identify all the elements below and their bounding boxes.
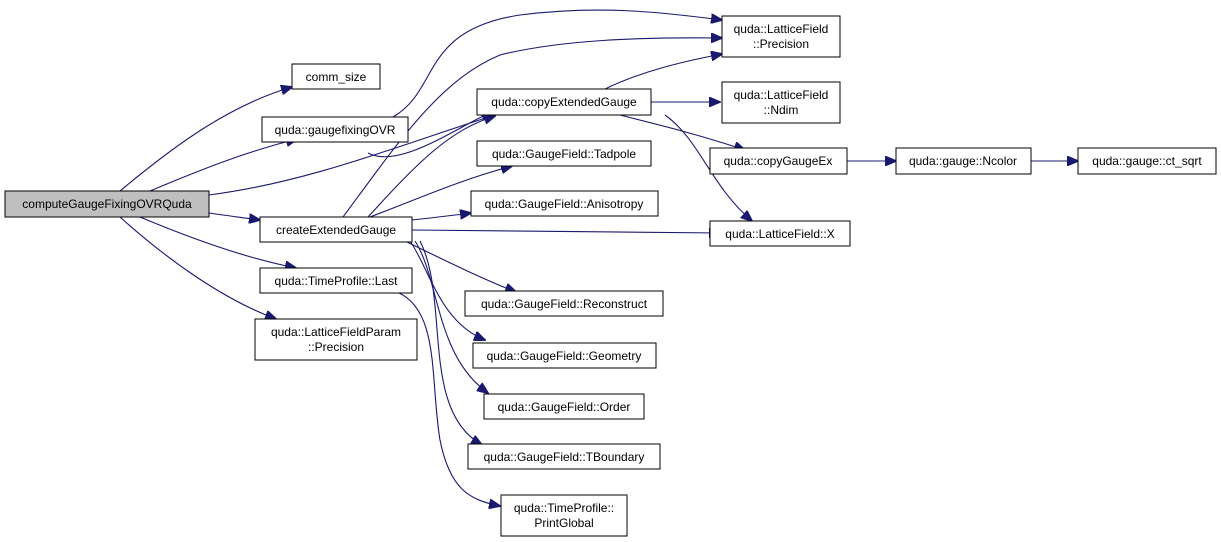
- edge-copyextendedgauge-copygaugeex: [619, 114, 745, 150]
- node-gaugefield-order[interactable]: quda::GaugeField::Order: [483, 393, 645, 420]
- node-label: quda::TimeProfile::Last: [275, 274, 399, 288]
- node-copygaugeex[interactable]: quda::copyGaugeEx: [709, 147, 848, 175]
- edge-createextendedgauge-latticefield-x: [411, 230, 720, 233]
- node-gaugefield-anisotropy[interactable]: quda::GaugeField::Anisotropy: [470, 190, 659, 217]
- edge-createextendedgauge-tboundary: [419, 240, 482, 445]
- edge-gaugefixingovr-copyextendedgauge: [367, 112, 492, 158]
- node-comm-size[interactable]: comm_size: [291, 63, 381, 90]
- node-label-line2: PrintGlobal: [534, 516, 593, 530]
- node-gaugefield-geometry[interactable]: quda::GaugeField::Geometry: [472, 342, 657, 369]
- edge-copyextendedgauge-latticefield-precision: [604, 54, 722, 90]
- edges: [119, 9, 1078, 506]
- node-label: quda::GaugeField::Reconstruct: [481, 297, 648, 311]
- edge-root-copyextendedgauge: [208, 115, 495, 196]
- edge-timeprofile-last-printglobal: [396, 291, 500, 506]
- node-gaugefield-tboundary[interactable]: quda::GaugeField::TBoundary: [467, 443, 661, 470]
- node-timeprofile-printglobal[interactable]: quda::TimeProfile:: PrintGlobal: [500, 494, 628, 537]
- edge-gaugefixingovr-latticefield-precision: [392, 9, 722, 118]
- node-label-line1: quda::LatticeField: [734, 88, 829, 102]
- node-latticefield-precision[interactable]: quda::LatticeField ::Precision: [721, 15, 841, 58]
- node-gaugefield-tadpole[interactable]: quda::GaugeField::Tadpole: [476, 140, 652, 167]
- edge-copyextendedgauge-latticefield-x: [664, 114, 752, 221]
- node-label: computeGaugeFixingOVRQuda: [22, 197, 192, 211]
- edge-createextendedgauge-latticefield-precision: [342, 38, 722, 218]
- node-label: quda::copyExtendedGauge: [491, 95, 637, 109]
- node-label: quda::GaugeField::TBoundary: [484, 450, 645, 464]
- edge-createextendedgauge-reconstruct: [404, 240, 516, 292]
- node-label: quda::gauge::Ncolor: [909, 154, 1017, 168]
- edge-createextendedgauge-geometry: [409, 240, 485, 340]
- edge-createextendedgauge-copyextendedgauge: [367, 116, 495, 218]
- node-latticefieldparam-precision[interactable]: quda::LatticeFieldParam ::Precision: [254, 318, 418, 361]
- node-label-line1: quda::TimeProfile::: [514, 501, 614, 515]
- node-latticefield-x[interactable]: quda::LatticeField::X: [709, 220, 851, 247]
- node-gaugefixingovr[interactable]: quda::gaugefixingOVR: [261, 116, 409, 143]
- node-gaugefield-reconstruct[interactable]: quda::GaugeField::Reconstruct: [464, 290, 664, 317]
- edge-createextendedgauge-tadpole: [369, 166, 512, 218]
- node-label-line2: ::Precision: [308, 340, 364, 354]
- node-label-line2: ::Precision: [753, 37, 809, 51]
- node-label: quda::gauge::ct_sqrt: [1092, 154, 1202, 168]
- edge-root-timeprofile-last: [139, 216, 296, 268]
- nodes: computeGaugeFixingOVRQuda comm_size quda…: [4, 15, 1217, 537]
- node-label: comm_size: [306, 70, 367, 84]
- node-label: quda::gaugefixingOVR: [275, 123, 396, 137]
- node-label: createExtendedGauge: [276, 223, 396, 237]
- node-label-line1: quda::LatticeField: [734, 22, 829, 36]
- edge-root-gaugefixingovr: [149, 139, 297, 192]
- node-label-line1: quda::LatticeFieldParam: [271, 325, 401, 339]
- node-gauge-ncolor[interactable]: quda::gauge::Ncolor: [895, 147, 1032, 175]
- node-timeprofile-last[interactable]: quda::TimeProfile::Last: [259, 267, 413, 294]
- edge-createextendedgauge-anisotropy: [411, 213, 471, 221]
- node-copyextendedgauge[interactable]: quda::copyExtendedGauge: [476, 88, 652, 116]
- node-label: quda::LatticeField::X: [725, 227, 834, 241]
- edge-root-latticefieldparam-precision: [119, 216, 276, 319]
- node-label: quda::GaugeField::Anisotropy: [485, 197, 644, 211]
- node-label-line2: ::Ndim: [764, 103, 799, 117]
- node-label: quda::GaugeField::Tadpole: [492, 147, 636, 161]
- edge-root-comm_size: [119, 87, 292, 192]
- edge-root-createextendedgauge: [208, 212, 260, 220]
- node-computegaugefixingovrquda[interactable]: computeGaugeFixingOVRQuda: [4, 190, 210, 218]
- node-label: quda::GaugeField::Order: [498, 400, 631, 414]
- node-label: quda::copyGaugeEx: [724, 154, 833, 168]
- node-latticefield-ndim[interactable]: quda::LatticeField ::Ndim: [721, 81, 841, 124]
- node-gauge-ct-sqrt[interactable]: quda::gauge::ct_sqrt: [1077, 147, 1217, 175]
- node-createextendedgauge[interactable]: createExtendedGauge: [259, 216, 413, 243]
- edge-createextendedgauge-order: [414, 240, 488, 393]
- node-label: quda::GaugeField::Geometry: [487, 349, 642, 363]
